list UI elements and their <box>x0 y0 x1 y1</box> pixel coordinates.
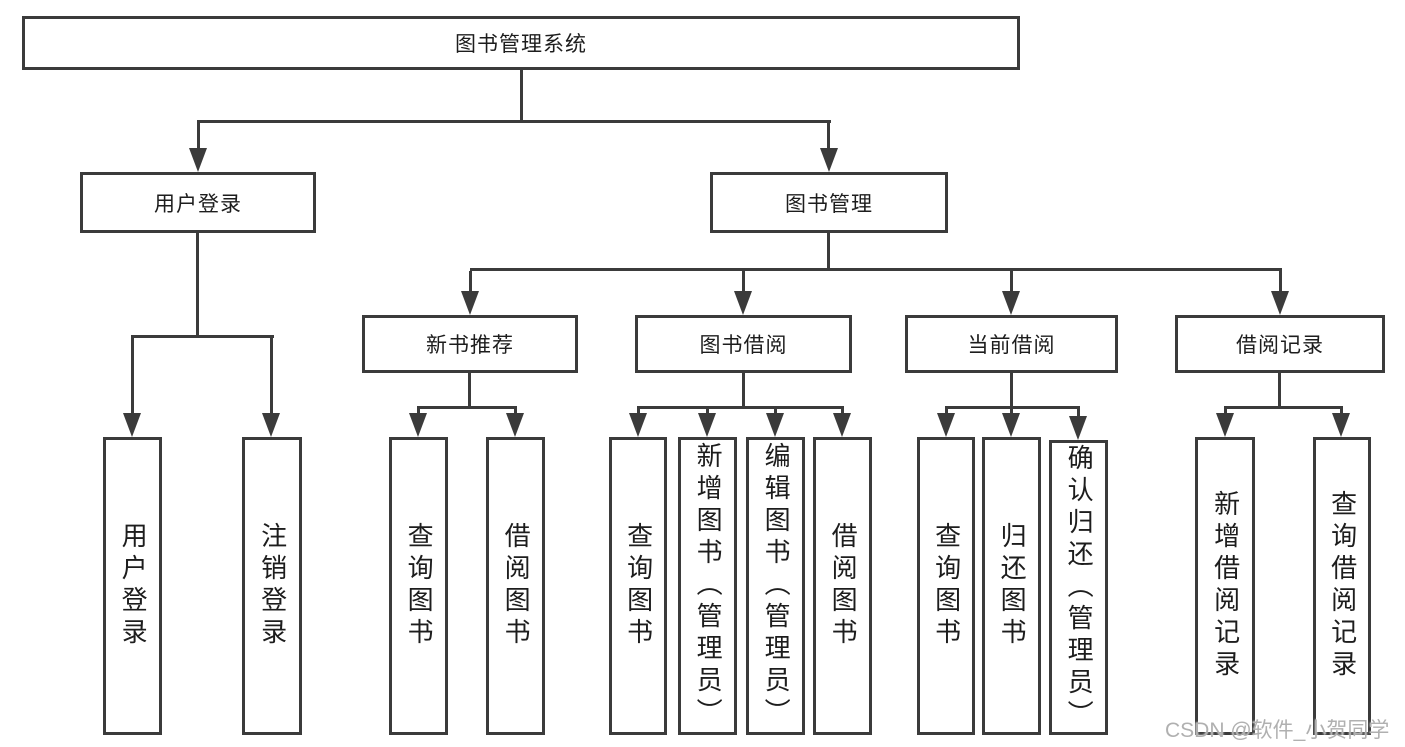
connector-line <box>1278 373 1281 406</box>
node-book-borrowing: 图书借阅 <box>635 315 852 373</box>
arrow-down-icon <box>1216 413 1234 437</box>
connector-line <box>197 123 200 149</box>
arrow-down-icon <box>629 413 647 437</box>
leaf-edit-books-admin: 编辑图书（管理员） <box>746 437 805 735</box>
connector-line <box>1224 409 1227 415</box>
leaf-borrow-books-recommend: 借阅图书 <box>486 437 545 735</box>
node-label: 查询图书 <box>404 522 435 650</box>
leaf-add-books-admin: 新增图书（管理员） <box>678 437 737 735</box>
connector-line <box>774 409 777 415</box>
node-label: 查询图书 <box>623 522 654 650</box>
arrow-down-icon <box>766 413 784 437</box>
arrow-down-icon <box>698 413 716 437</box>
connector-line <box>197 120 831 123</box>
arrow-down-icon <box>1332 413 1350 437</box>
arrow-down-icon <box>820 148 838 172</box>
connector-line <box>945 409 948 415</box>
arrow-down-icon <box>1002 413 1020 437</box>
leaf-borrow-books: 借阅图书 <box>813 437 872 735</box>
node-label: 图书管理系统 <box>455 33 587 56</box>
node-new-book-recommendation: 新书推荐 <box>362 315 578 373</box>
node-label: 查询借阅记录 <box>1327 490 1358 682</box>
node-user-login: 用户登录 <box>80 172 316 233</box>
connector-line <box>827 233 830 268</box>
csdn-watermark: CSDN @软件_小贺同学 <box>1165 719 1390 742</box>
node-label: 归还图书 <box>997 522 1028 650</box>
leaf-logout: 注销登录 <box>242 437 302 735</box>
node-label: 图书借阅 <box>699 334 788 357</box>
connector-line <box>196 233 199 335</box>
node-label: 图书管理 <box>785 192 873 216</box>
node-label: 新增借阅记录 <box>1210 490 1241 682</box>
connector-line <box>469 271 472 291</box>
connector-line <box>841 409 844 415</box>
leaf-return-books: 归还图书 <box>982 437 1041 735</box>
leaf-query-books-current: 查询图书 <box>917 437 975 735</box>
connector-line <box>270 338 273 413</box>
connector-line <box>637 409 640 415</box>
arrow-down-icon <box>833 413 851 437</box>
node-label: 查询图书 <box>931 522 962 650</box>
arrow-down-icon <box>506 413 524 437</box>
arrow-down-icon <box>734 291 752 315</box>
leaf-query-books-recommend: 查询图书 <box>389 437 448 735</box>
node-label: 编辑图书（管理员） <box>761 442 792 730</box>
node-label: 新书推荐 <box>426 334 514 357</box>
connector-line <box>1010 409 1013 415</box>
node-borrowing-records: 借阅记录 <box>1175 315 1385 373</box>
connector-line <box>514 409 517 415</box>
connector-line <box>945 406 1080 409</box>
arrow-down-icon <box>123 413 141 437</box>
connector-line <box>131 338 134 413</box>
leaf-add-borrow-record: 新增借阅记录 <box>1195 437 1255 735</box>
node-label: 借阅图书 <box>501 522 532 650</box>
arrow-down-icon <box>937 413 955 437</box>
arrow-down-icon <box>189 148 207 172</box>
connector-line <box>1340 409 1343 415</box>
connector-line <box>1279 271 1282 291</box>
arrow-down-icon <box>1002 291 1020 315</box>
arrow-down-icon <box>1069 416 1087 440</box>
node-library-management-system: 图书管理系统 <box>22 16 1020 70</box>
connector-line <box>520 70 523 122</box>
arrow-down-icon <box>461 291 479 315</box>
leaf-user-login: 用户登录 <box>103 437 162 735</box>
node-label: 确认归还（管理员） <box>1064 443 1095 732</box>
node-label: 注销登录 <box>257 522 288 650</box>
leaf-query-books-borrow: 查询图书 <box>609 437 667 735</box>
connector-line <box>417 409 420 415</box>
leaf-confirm-return-admin: 确认归还（管理员） <box>1049 440 1108 735</box>
connector-line <box>417 406 517 409</box>
connector-line <box>1077 409 1080 417</box>
node-label: 用户登录 <box>118 522 149 650</box>
connector-line <box>131 335 274 338</box>
node-label: 用户登录 <box>154 192 242 216</box>
node-label: 新增图书（管理员） <box>693 442 724 730</box>
node-label: 借阅记录 <box>1236 334 1324 357</box>
node-current-borrowing: 当前借阅 <box>905 315 1118 373</box>
node-label: 当前借阅 <box>967 334 1056 357</box>
arrow-down-icon <box>409 413 427 437</box>
connector-line <box>637 406 844 409</box>
connector-line <box>827 123 830 149</box>
connector-line <box>1224 406 1343 409</box>
connector-line <box>468 373 471 406</box>
arrow-down-icon <box>1271 291 1289 315</box>
connector-line <box>1010 271 1013 291</box>
connector-line <box>706 409 709 415</box>
arrow-down-icon <box>262 413 280 437</box>
connector-line <box>1010 373 1013 406</box>
node-label: 借阅图书 <box>828 522 859 650</box>
node-book-management: 图书管理 <box>710 172 948 233</box>
leaf-query-borrow-record: 查询借阅记录 <box>1313 437 1371 735</box>
connector-line <box>742 271 745 291</box>
connector-line <box>742 373 745 406</box>
connector-line <box>470 268 1282 271</box>
